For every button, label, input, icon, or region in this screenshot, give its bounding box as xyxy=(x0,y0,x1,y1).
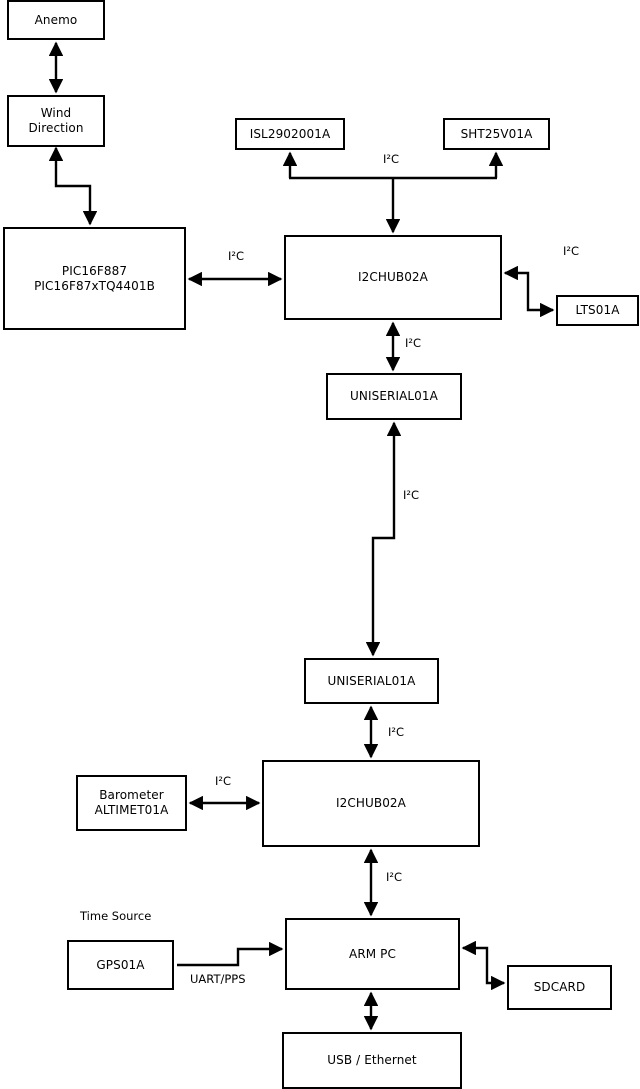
node-gps01a-label: GPS01A xyxy=(96,957,145,972)
node-i2chub02a-top[interactable]: I2CHUB02A xyxy=(284,235,502,320)
edge-label-i2c-hub-uniserial: I²C xyxy=(405,336,422,350)
node-lts01a-label: LTS01A xyxy=(575,303,620,317)
label-time-source: Time Source xyxy=(80,909,152,923)
node-i2chub02a-bottom-label: I2CHUB02A xyxy=(336,796,406,810)
node-i2chub02a-top-label: I2CHUB02A xyxy=(358,270,428,284)
node-sht25v01a[interactable]: SHT25V01A xyxy=(443,118,550,150)
edge-label-i2c-pic-hub: I²C xyxy=(228,249,245,263)
node-pic-microcontroller[interactable]: PIC16F887 PIC16F87xTQ4401B xyxy=(3,227,186,330)
node-usb-ethernet[interactable]: USB / Ethernet xyxy=(282,1032,462,1089)
node-usb-ethernet-label: USB / Ethernet xyxy=(327,1053,417,1067)
node-isl2902001a-label: ISL2902001A xyxy=(249,126,331,141)
edge-label-i2c-uniserial2-hub: I²C xyxy=(388,725,405,739)
node-sht25v01a-label: SHT25V01A xyxy=(460,126,533,141)
node-i2chub02a-bottom[interactable]: I2CHUB02A xyxy=(262,760,480,847)
edge-label-uart-pps: UART/PPS xyxy=(190,972,246,986)
edge-label-i2c-barometer-hub: I²C xyxy=(215,774,232,788)
edge-label-i2c-hub-lts: I²C xyxy=(563,244,580,258)
node-uniserial01a-upper-label: UNISERIAL01A xyxy=(350,389,438,403)
node-sdcard[interactable]: SDCARD xyxy=(507,965,612,1010)
wire-hubtop-lts xyxy=(503,265,555,318)
wire-armpc-sdcard xyxy=(461,940,506,991)
wire-winddirection-pic xyxy=(48,146,98,226)
edge-label-i2c-bus-top: I²C xyxy=(383,152,400,166)
node-gps01a[interactable]: GPS01A xyxy=(67,940,174,990)
node-arm-pc[interactable]: ARM PC xyxy=(285,918,460,990)
wire-gps-armpc xyxy=(177,941,284,967)
node-isl2902001a[interactable]: ISL2902001A xyxy=(235,118,345,150)
node-lts01a[interactable]: LTS01A xyxy=(556,295,639,326)
node-barometer-altimet01a[interactable]: Barometer ALTIMET01A xyxy=(76,775,187,831)
node-anemo-label: Anemo xyxy=(34,12,78,27)
node-pic-microcontroller-label: PIC16F887 PIC16F87xTQ4401B xyxy=(34,263,155,293)
node-anemo[interactable]: Anemo xyxy=(7,0,105,40)
node-arm-pc-label: ARM PC xyxy=(349,946,396,961)
node-uniserial01a-lower-label: UNISERIAL01A xyxy=(327,673,416,688)
wire-uniserial1-uniserial2 xyxy=(365,421,402,657)
node-wind-direction[interactable]: Wind Direction xyxy=(7,95,105,147)
edge-label-i2c-uniserial-link: I²C xyxy=(403,488,420,502)
node-barometer-altimet01a-label: Barometer ALTIMET01A xyxy=(94,788,169,817)
node-wind-direction-label: Wind Direction xyxy=(28,106,84,135)
edge-label-i2c-hub-armpc: I²C xyxy=(386,870,403,884)
node-uniserial01a-upper[interactable]: UNISERIAL01A xyxy=(326,373,462,420)
node-sdcard-label: SDCARD xyxy=(533,980,586,994)
node-uniserial01a-lower[interactable]: UNISERIAL01A xyxy=(304,658,439,704)
